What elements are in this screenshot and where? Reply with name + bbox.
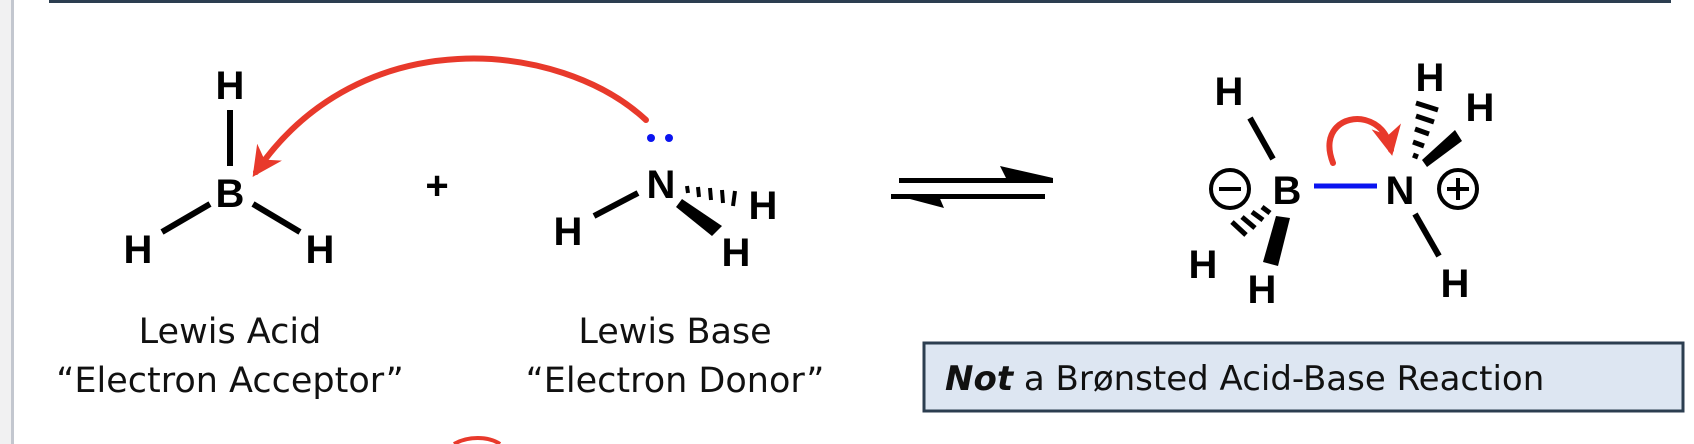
left-margin: [0, 0, 11, 444]
note-emphasis: Not: [945, 359, 1015, 399]
top-rule: [49, 0, 1671, 3]
atom-nitrogen: N: [647, 163, 676, 207]
wedge-bond: [676, 199, 722, 236]
note-box: Not a Brønsted Acid-Base Reaction: [922, 341, 1685, 413]
lewis-base-label: Lewis Base: [578, 312, 771, 352]
electron-donor-label: “Electron Donor”: [526, 361, 825, 401]
atom-h: H: [124, 228, 153, 272]
atom-h: H: [1189, 243, 1218, 287]
product-adduct: H B N H H H H: [1189, 56, 1495, 312]
bond: [1412, 212, 1442, 258]
positive-charge-icon: [1437, 168, 1479, 210]
note-body: a Brønsted Acid-Base Reaction: [1013, 359, 1544, 399]
atom-h: H: [1215, 70, 1244, 114]
lone-pair-dot: [647, 134, 655, 142]
bond: [251, 201, 302, 235]
wedge-bond: [1263, 216, 1290, 266]
bond: [1247, 116, 1276, 161]
left-border: [11, 0, 14, 444]
atom-nitrogen: N: [1386, 169, 1415, 213]
atom-boron: B: [216, 172, 245, 216]
hashed-bond: [1230, 205, 1272, 237]
hashed-bond: [1412, 100, 1439, 160]
atom-h: H: [722, 231, 751, 275]
atom-h: H: [306, 228, 335, 272]
atom-h: H: [216, 64, 245, 108]
atom-boron: B: [1273, 169, 1302, 213]
ammonia-molecule: N H H H: [554, 134, 778, 275]
cropped-arrow-fragment: [453, 436, 502, 444]
hashed-bond: [685, 185, 737, 207]
electron-acceptor-label: “Electron Acceptor”: [56, 361, 404, 401]
bond-formation-arrow: [1326, 116, 1401, 166]
atom-h: H: [1248, 268, 1277, 312]
atom-h: H: [749, 184, 778, 228]
bond: [160, 201, 212, 235]
lewis-acid-label: Lewis Acid: [139, 312, 322, 352]
borane-molecule: H B H H: [124, 64, 335, 272]
negative-charge-icon: [1209, 168, 1251, 210]
atom-h: H: [554, 210, 583, 254]
atom-h: H: [1466, 86, 1495, 130]
electron-flow-arrow: [252, 55, 649, 177]
lone-pair-dot: [665, 134, 673, 142]
note-text: Not a Brønsted Acid-Base Reaction: [945, 359, 1544, 399]
equilibrium-arrow: [891, 166, 1053, 208]
bond: [592, 190, 640, 219]
plus-sign: +: [425, 164, 448, 208]
atom-h: H: [1441, 262, 1470, 306]
atom-h: H: [1416, 56, 1445, 100]
wedge-bond: [1422, 130, 1462, 167]
